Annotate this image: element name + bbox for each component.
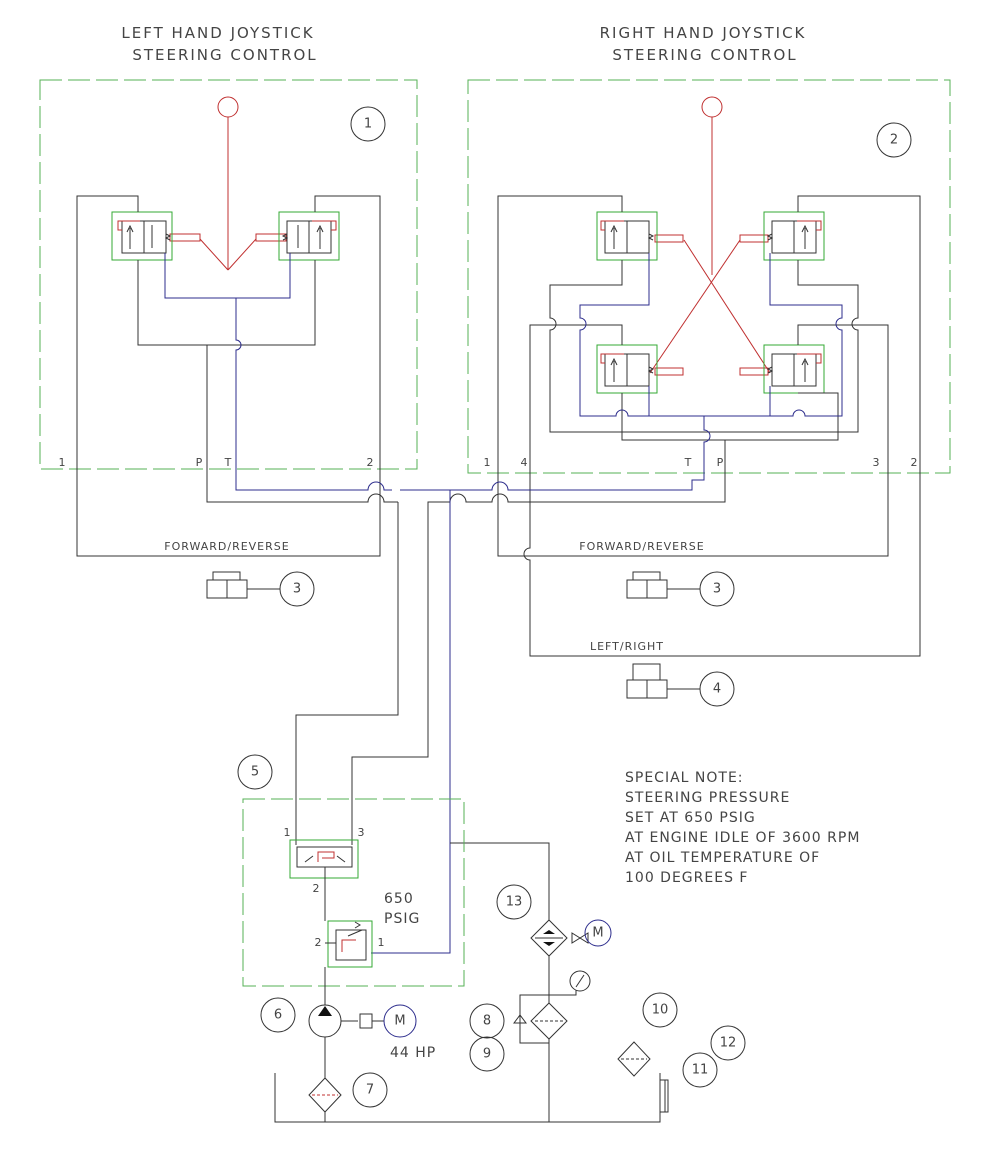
pump-motor-label: M [394, 1014, 405, 1029]
supply-lines [295, 490, 550, 954]
item-3b-balloon [699, 571, 735, 607]
item-13-number: 13 [506, 895, 523, 910]
right-joystick-title: RIGHT HAND JOYSTICK STEERING CONTROL [600, 24, 807, 64]
left-pilot-valve-b [278, 211, 340, 261]
left-pilot-valve-a [111, 211, 173, 261]
relief-valve-port-2: 2 [315, 936, 322, 949]
item-12-balloon [710, 1025, 746, 1061]
right-pilot-valve-b [763, 211, 825, 261]
item-5-balloon [237, 754, 273, 790]
flow-divider-port-3: 3 [358, 826, 365, 839]
pump-horsepower: 44 HP [390, 1045, 436, 1061]
right-port-p: P [717, 456, 724, 469]
right-forward-reverse-label: FORWARD/REVERSE [579, 540, 704, 553]
pump-motor [383, 1004, 417, 1038]
item-4-balloon [699, 671, 735, 707]
item-12-number: 12 [720, 1036, 737, 1051]
left-joystick-title: LEFT HAND JOYSTICK STEERING CONTROL [121, 24, 317, 64]
left-forward-reverse-label: FORWARD/REVERSE [164, 540, 289, 553]
flow-divider-port-1: 1 [284, 826, 291, 839]
item-3a-balloon [279, 571, 315, 607]
item-1-number: 1 [364, 117, 372, 132]
suction-strainer [308, 1077, 342, 1122]
flow-divider-valve [289, 839, 359, 921]
left-joystick-handle [169, 96, 287, 271]
sight-level-gauge [659, 1079, 669, 1113]
item-7-number: 7 [366, 1083, 374, 1098]
relief-valve-port-1: 1 [378, 936, 385, 949]
right-joystick-boundary [467, 79, 951, 474]
right-title-line2: STEERING CONTROL [612, 46, 797, 64]
item-10-balloon [642, 992, 678, 1028]
right-port-4: 4 [521, 456, 528, 469]
cooler-fan-motor-label: M [592, 926, 603, 941]
hydraulic-pump [308, 967, 384, 1078]
item-11-number: 11 [692, 1063, 709, 1078]
right-forward-reverse-cylinder [626, 571, 700, 599]
relief-valve [325, 920, 373, 968]
right-pilot-valve-a [596, 211, 658, 261]
item-3b-number: 3 [713, 582, 721, 597]
relief-setting-unit: PSIG [384, 911, 420, 927]
item-13-balloon [496, 884, 532, 920]
right-pilot-valve-c [596, 344, 658, 394]
left-joystick-piping [76, 195, 398, 557]
item-8-balloon [469, 1003, 505, 1039]
return-filter [513, 970, 591, 1122]
left-port-p: P [196, 456, 203, 469]
left-right-label: LEFT/RIGHT [590, 640, 664, 653]
left-right-cylinder [626, 663, 700, 699]
right-title-line1: RIGHT HAND JOYSTICK [600, 24, 807, 42]
right-port-2: 2 [911, 456, 918, 469]
cooler-fan-motor [584, 919, 612, 947]
left-port-1: 1 [59, 456, 66, 469]
left-forward-reverse-cylinder [206, 571, 280, 599]
special-note-line-5: AT OIL TEMPERATURE OF [625, 850, 820, 866]
flow-divider-port-2: 2 [313, 882, 320, 895]
item-9-number: 9 [483, 1047, 491, 1062]
special-note-line-4: AT ENGINE IDLE OF 3600 RPM [625, 830, 860, 846]
priority-valve-boundary [242, 798, 465, 987]
item-6-balloon [260, 997, 296, 1033]
right-port-t: T [684, 456, 692, 469]
left-port-t: T [224, 456, 232, 469]
item-10-number: 10 [652, 1003, 669, 1018]
right-pilot-valve-d [763, 344, 825, 394]
item-5-number: 5 [251, 765, 259, 780]
special-note-line-6: 100 DEGREES F [625, 870, 748, 886]
item-7-balloon [352, 1072, 388, 1108]
item-2-number: 2 [890, 133, 898, 148]
special-note-line-2: STEERING PRESSURE [625, 790, 790, 806]
special-note-line-3: SET AT 650 PSIG [625, 810, 756, 826]
item-4-number: 4 [713, 682, 721, 697]
item-11-balloon [682, 1052, 718, 1088]
item-1-balloon [350, 106, 386, 142]
left-port-2: 2 [367, 456, 374, 469]
right-joystick-piping [400, 195, 921, 657]
item-8-number: 8 [483, 1014, 491, 1029]
reservoir-tank [274, 1073, 661, 1123]
item-3a-number: 3 [293, 582, 301, 597]
item-9-balloon [469, 1036, 505, 1072]
right-port-1: 1 [484, 456, 491, 469]
breather-filter [617, 1041, 651, 1077]
right-joystick-handle [649, 96, 771, 376]
left-joystick-boundary [39, 79, 418, 470]
left-title-line1: LEFT HAND JOYSTICK [121, 24, 314, 42]
special-note-line-1: SPECIAL NOTE: [625, 770, 744, 786]
special-note: SPECIAL NOTE: STEERING PRESSURE SET AT 6… [625, 770, 860, 886]
left-title-line2: STEERING CONTROL [132, 46, 317, 64]
item-6-number: 6 [274, 1008, 282, 1023]
right-port-3: 3 [873, 456, 880, 469]
item-2-balloon [876, 122, 912, 158]
relief-setting-value: 650 [384, 891, 414, 907]
